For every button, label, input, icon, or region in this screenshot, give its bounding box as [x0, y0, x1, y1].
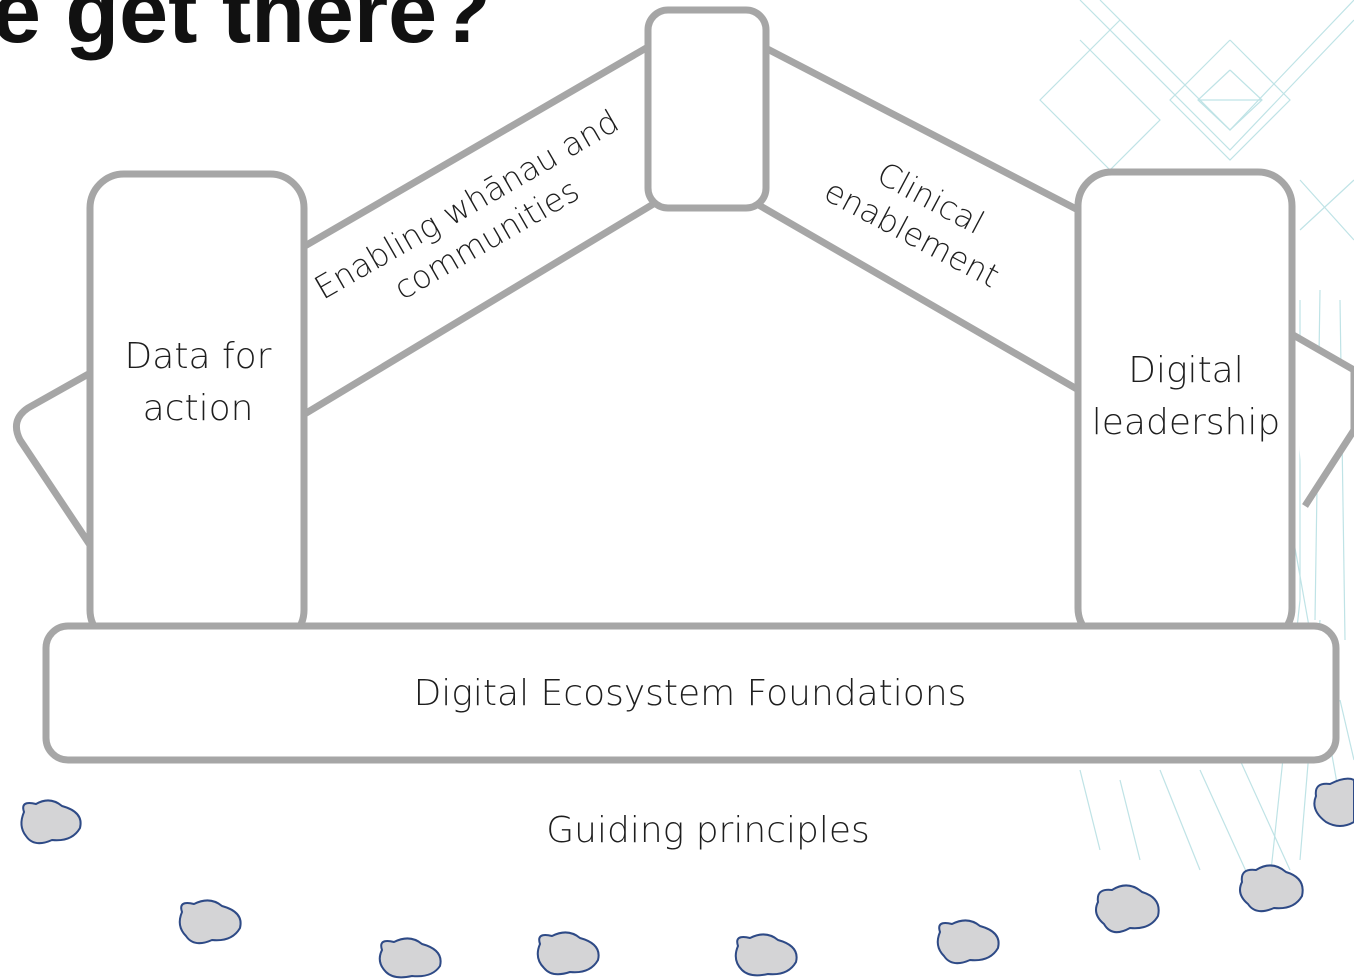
stepping-stone — [378, 937, 442, 979]
right-side-arm — [1286, 328, 1354, 508]
left-post-label-line2: action — [143, 388, 254, 429]
stepping-stone — [1095, 884, 1160, 934]
stepping-stone — [1313, 777, 1354, 827]
right-post-label-line2: leadership — [1092, 402, 1280, 443]
stepping-stone — [936, 919, 1000, 965]
right-post-label-line1: Digital — [1128, 350, 1244, 391]
stepping-stone — [734, 933, 798, 977]
foundation-label: Digital Ecosystem Foundations — [414, 673, 967, 714]
stepping-stone — [536, 931, 600, 976]
left-side-arm — [12, 368, 95, 550]
stepping-stone — [1239, 864, 1304, 913]
guiding-principles-label: Guiding principles — [546, 810, 869, 851]
stepping-stones — [20, 777, 1354, 979]
apex-block — [644, 6, 770, 212]
stepping-stone — [20, 799, 82, 845]
left-post-label-line1: Data for — [125, 336, 272, 377]
page-title: e get there? — [0, 0, 491, 61]
stepping-stone — [178, 899, 242, 945]
foundation-block — [42, 622, 1340, 764]
